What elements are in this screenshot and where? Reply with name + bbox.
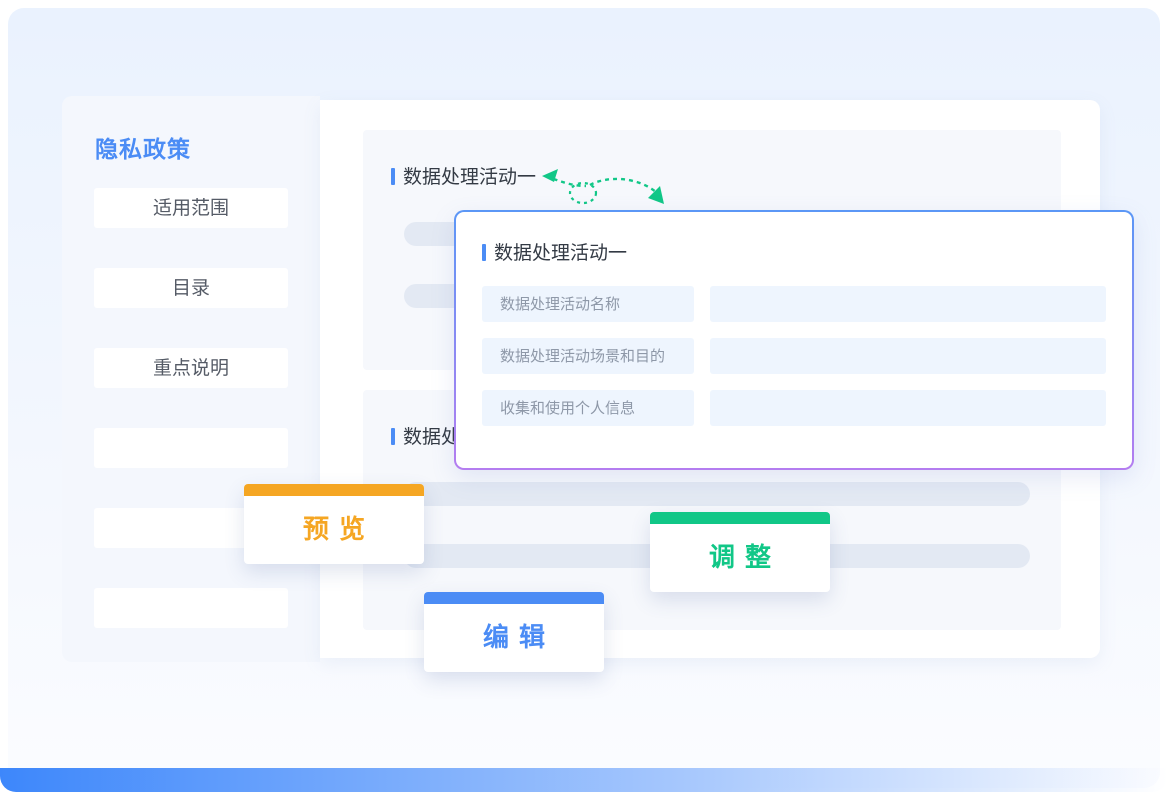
card-heading-text: 数据处理活动一	[494, 242, 628, 264]
sidebar-item-empty-1[interactable]	[94, 428, 288, 468]
bottom-gradient-bar	[0, 768, 1168, 792]
sidebar-item-key-notes[interactable]: 重点说明	[94, 348, 288, 388]
adjust-button[interactable]: 调整	[650, 512, 830, 592]
field-label-activity-name: 数据处理活动名称	[482, 286, 694, 322]
heading-accent-bar	[482, 244, 486, 261]
edit-label: 编辑	[482, 623, 555, 653]
placeholder-line	[404, 482, 1030, 506]
preview-strip	[244, 484, 424, 496]
connector-arrow-icon	[542, 169, 664, 205]
section-heading: 数据处	[391, 422, 460, 449]
card-heading: 数据处理活动一	[482, 238, 627, 265]
adjust-strip	[650, 512, 830, 524]
edit-button[interactable]: 编辑	[424, 592, 604, 672]
field-label-personal-info: 收集和使用个人信息	[482, 390, 694, 426]
section-heading-text: 数据处	[403, 426, 461, 448]
heading-accent-bar	[391, 428, 395, 445]
scenario-purpose-input[interactable]	[710, 338, 1106, 374]
heading-accent-bar	[391, 168, 395, 185]
section-heading: 数据处理活动一	[391, 162, 536, 189]
activity-detail-card: 数据处理活动一 数据处理活动名称 数据处理活动场景和目的 收集和使用个人信息	[454, 210, 1134, 470]
adjust-label: 调整	[708, 543, 781, 573]
edit-strip	[424, 592, 604, 604]
personal-info-input[interactable]	[710, 390, 1106, 426]
sidebar-title: 隐私政策	[95, 137, 191, 163]
preview-button[interactable]: 预览	[244, 484, 424, 564]
sidebar-item-scope[interactable]: 适用范围	[94, 188, 288, 228]
sidebar: 隐私政策 适用范围 目录 重点说明	[62, 96, 320, 662]
field-label-scenario-purpose: 数据处理活动场景和目的	[482, 338, 694, 374]
sidebar-item-contents[interactable]: 目录	[94, 268, 288, 308]
section-heading-text: 数据处理活动一	[403, 166, 537, 188]
preview-label: 预览	[302, 515, 375, 545]
sidebar-item-empty-3[interactable]	[94, 588, 288, 628]
activity-name-input[interactable]	[710, 286, 1106, 322]
